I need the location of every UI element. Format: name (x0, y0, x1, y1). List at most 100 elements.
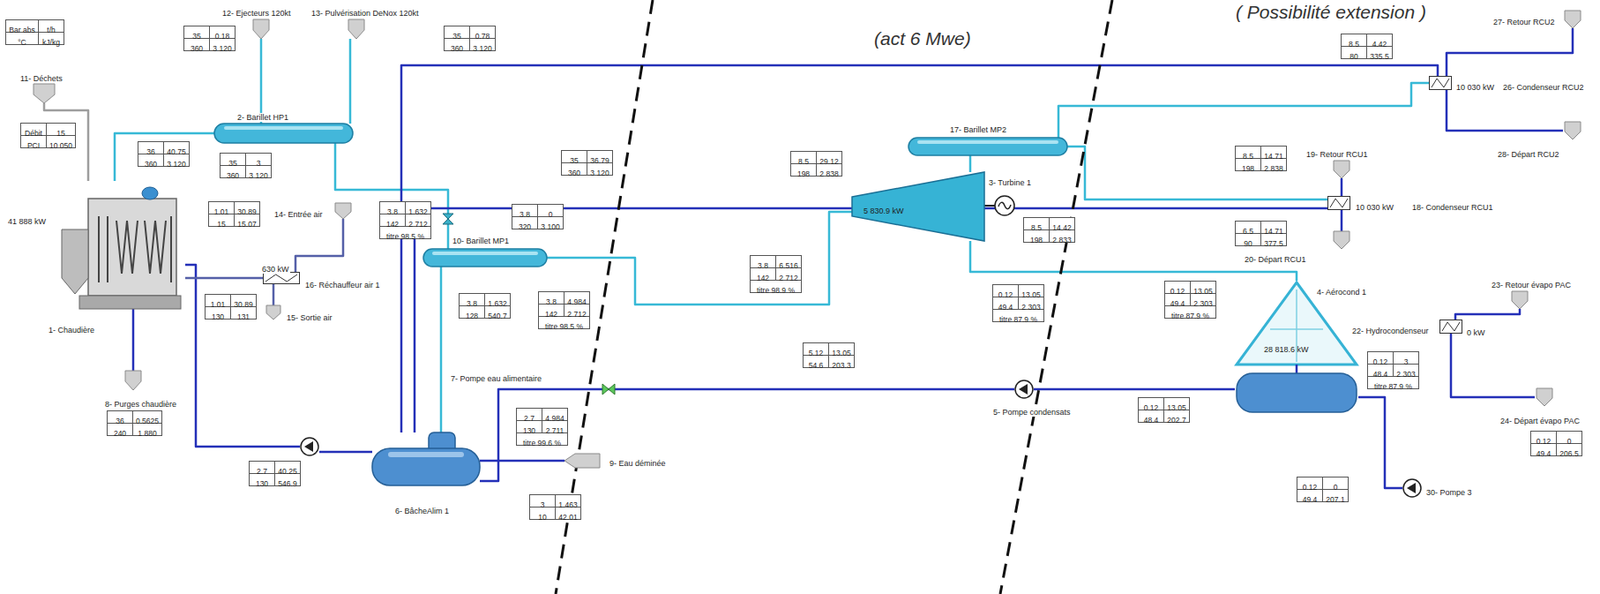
table-value: 1.01 (214, 207, 230, 217)
equipment-name: 15- Sortie air (285, 313, 334, 322)
label-holder: 24- Départ évapo PAC (1499, 411, 1581, 427)
table-value: 8.5 (1242, 151, 1254, 161)
equipment-name: 17- Barillet MP2 (949, 125, 1008, 135)
table-value: 36 (115, 416, 124, 426)
table-cell: 0.12 (1296, 476, 1324, 490)
table-cell: 0.18 (209, 25, 236, 39)
table-cell: 4.984 (563, 291, 591, 305)
table-cell: Débit (20, 122, 47, 136)
steam-drum-shape (214, 123, 353, 143)
equipment-name: 19- Retour RCU1 (1305, 149, 1369, 159)
table-value: 198 (797, 169, 810, 179)
pipe-connector (1446, 89, 1563, 131)
shape-part (1429, 76, 1452, 90)
label-holder: 12- Ejecteurs 120kt (221, 3, 292, 20)
table-value: 142 (386, 219, 399, 229)
equipment-name: 9- Eau déminée (608, 458, 667, 468)
pipe-terminal-shape (333, 202, 353, 219)
shape-part (1511, 291, 1528, 309)
table-value: 240 (113, 428, 127, 438)
pipe-connector (1450, 333, 1535, 397)
heat-exchanger: 22- Hydrocondenseur (1439, 319, 1463, 334)
pump-symbol: 7- Pompe eau alimentaire (299, 436, 320, 457)
shape-part (1431, 78, 1450, 88)
pipe-connector (1340, 178, 1344, 196)
table-value: 0.12 (1302, 482, 1318, 492)
table-cell: 0.5625 (132, 410, 163, 424)
pipe-terminal: 19- Retour RCU1 (1331, 160, 1352, 179)
shape-part (1564, 10, 1581, 29)
shape-part (1236, 373, 1357, 412)
table-cell: 3 (1392, 351, 1420, 365)
heat-exchanger: 16- Réchauffeur air 1 (262, 271, 300, 285)
label-holder: 28- Départ RCU2 (1496, 144, 1561, 161)
shape-part (88, 198, 177, 296)
pipe-terminal: 9- Eau déminée (564, 451, 600, 470)
table-cell: 35 (560, 149, 588, 164)
label-holder: 6- BâcheAlim 1 (394, 500, 450, 517)
table-value: 3 (1404, 357, 1409, 367)
table-value: 48.4 (1143, 415, 1159, 425)
table-value: 128 (465, 311, 479, 321)
shape-part (1440, 320, 1463, 334)
table-cell: 4.42 (1366, 33, 1393, 47)
shape-part (304, 441, 314, 452)
table-cell: 15 (45, 122, 76, 136)
pump-symbol-shape (1402, 478, 1422, 498)
table-cell: 3.8 (511, 203, 539, 217)
pipe-connector (401, 65, 1438, 433)
table-value: 3.8 (387, 207, 398, 217)
equipment-name: 18- Condenseur RCU1 (1411, 202, 1495, 212)
feedwater-tank-shape (372, 432, 480, 486)
table-cell: 3.8 (379, 201, 406, 215)
table-value: 35 (569, 156, 578, 165)
label-holder: 5- Pompe condensats (992, 402, 1072, 419)
shape-part (98, 216, 108, 283)
pipe-connector (260, 38, 263, 124)
table-value: 90 (1243, 239, 1252, 248)
table-value: 15 (56, 128, 65, 138)
table-value: 13.05 (1166, 403, 1186, 412)
table-value: 4.984 (567, 297, 586, 307)
shape-part (1406, 482, 1416, 494)
pipe-connector (1067, 146, 1328, 200)
shape-part (1330, 198, 1348, 208)
table-value: 0 (548, 209, 554, 219)
boiler-unit: 1- Chaudière (61, 180, 186, 309)
feedwater-tank: 6- BâcheAlim 1 (372, 432, 480, 486)
table-cell: 0.78 (469, 25, 496, 39)
shape-part (263, 272, 300, 285)
pipe-terminal: 12- Ejecteurs 120kt (251, 19, 271, 39)
label-holder: 10 030 kW (1354, 197, 1395, 214)
table-cell: 13.05 (1163, 396, 1190, 411)
pump-symbol: 30- Pompe 3 (1402, 478, 1422, 498)
pipe-terminal-shape (1534, 388, 1555, 406)
equipment-name: 24- Départ évapo PAC (1499, 416, 1581, 426)
shape-part (432, 251, 539, 255)
shape-part (79, 295, 181, 309)
table-cell: 30.89 (233, 201, 261, 215)
pipe-connector (1446, 28, 1573, 76)
power-value: 28 818.6 kW (1263, 344, 1310, 354)
pipe-terminal: 15- Sortie air (264, 305, 283, 320)
shape-part (253, 19, 270, 39)
table-value: 15 (216, 219, 225, 229)
table-cell: 13.05 (1189, 280, 1217, 294)
table-value: 3 100 (540, 222, 560, 232)
label-holder: 630 kW (261, 259, 291, 276)
shape-part (348, 19, 365, 39)
table-cell: 30.89 (230, 293, 257, 307)
table-value: 1.463 (558, 500, 577, 509)
table-cell: 35 (443, 25, 471, 39)
shape-part (144, 220, 166, 274)
pipe-connector (185, 264, 300, 447)
table-value: 0.78 (475, 31, 491, 41)
heat-exchanger: 18- Condenseur RCU1 (1327, 195, 1351, 210)
table-value: 14.42 (1052, 223, 1071, 232)
shape-part (116, 220, 138, 274)
table-value: 1.01 (210, 299, 226, 309)
equipment-name: 1- Chaudière (47, 325, 96, 335)
shape-part (1015, 380, 1033, 398)
table-cell: 3 (529, 493, 556, 508)
